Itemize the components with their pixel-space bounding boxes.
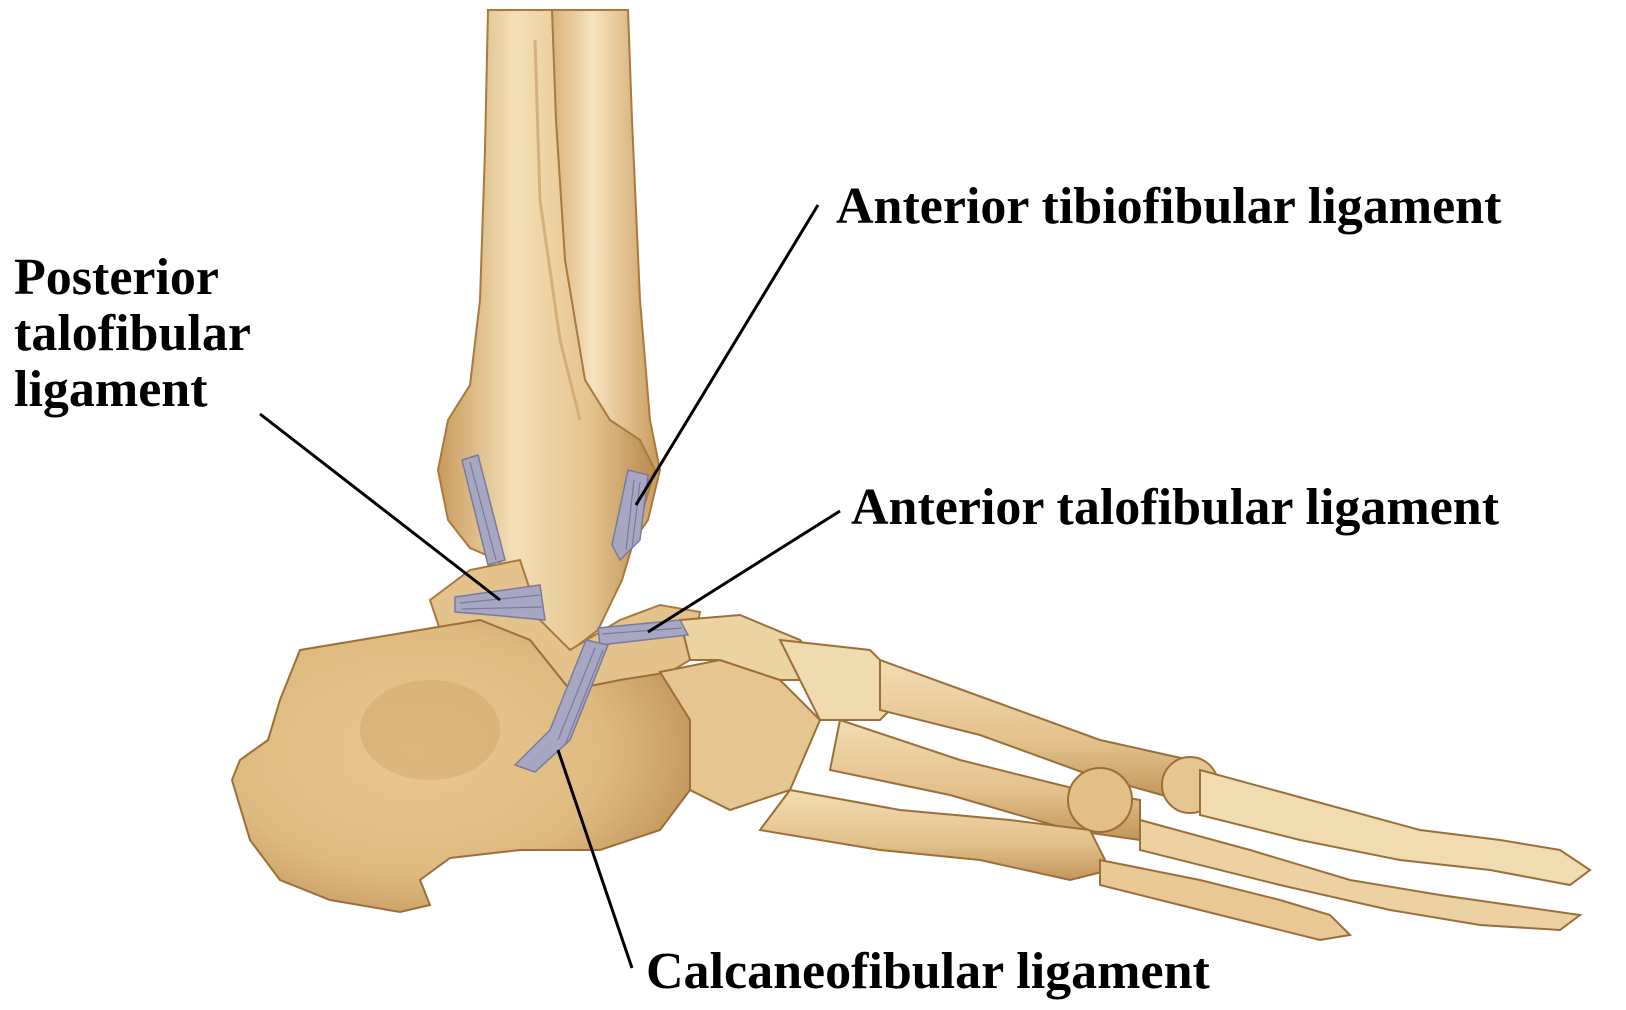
label-line: talofibular xyxy=(14,306,251,362)
label-posterior-talofibular-ligament: Posterior talofibular ligament xyxy=(14,250,251,418)
label-line: ligament xyxy=(14,362,251,418)
metatarsal-head-1 xyxy=(1068,768,1132,832)
label-anterior-talofibular-ligament: Anterior talofibular ligament xyxy=(851,480,1499,536)
label-line: Posterior xyxy=(14,250,251,306)
calcaneus-shade xyxy=(360,680,500,780)
label-calcaneofibular-ligament: Calcaneofibular ligament xyxy=(646,944,1210,1000)
label-anterior-tibiofibular-ligament: Anterior tibiofibular ligament xyxy=(836,179,1501,235)
leader-anterior-talofibular xyxy=(648,511,840,632)
leader-anterior-tibiofibular xyxy=(636,205,818,505)
